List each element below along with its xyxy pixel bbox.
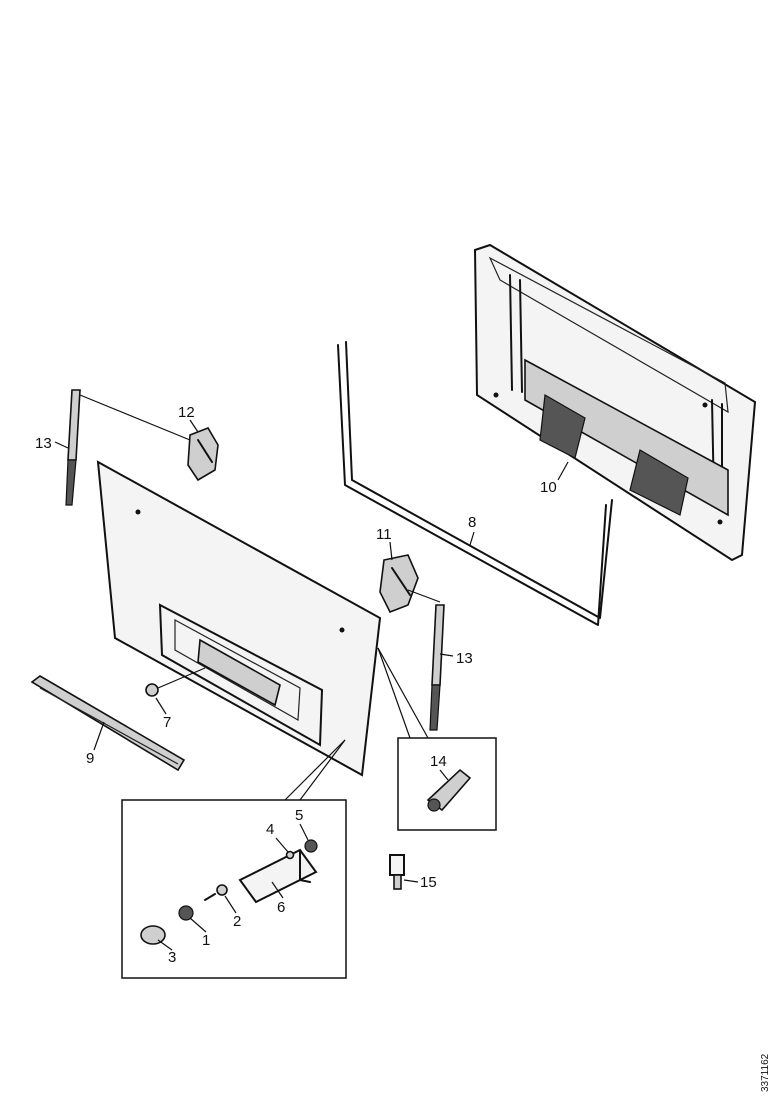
hinge-left xyxy=(187,427,219,482)
callout-9: 9 xyxy=(86,750,94,767)
callout-13-left: 13 xyxy=(35,435,52,452)
clip xyxy=(389,854,405,890)
callout-6: 6 xyxy=(277,899,285,916)
document-id: 3371162 xyxy=(760,1053,771,1092)
callout-2: 2 xyxy=(233,913,241,930)
inner-door-panel xyxy=(96,460,382,777)
door-gasket xyxy=(337,341,613,626)
hinge-support-left xyxy=(65,389,191,506)
inset-box-door-latch xyxy=(121,739,347,979)
door-trim xyxy=(30,675,186,772)
callout-3: 3 xyxy=(168,949,176,966)
callout-4: 4 xyxy=(266,821,274,838)
callout-1: 1 xyxy=(202,932,210,949)
inset-box-handle-clip xyxy=(377,647,497,831)
callout-leaders xyxy=(54,419,569,951)
callout-7: 7 xyxy=(163,714,171,731)
outer-door-panel xyxy=(473,243,757,562)
callout-8: 8 xyxy=(468,514,476,531)
hinge-support-right xyxy=(429,604,445,731)
callout-12: 12 xyxy=(178,404,195,421)
callout-11: 11 xyxy=(376,526,392,543)
callout-13-right: 13 xyxy=(456,650,473,667)
hinge-right xyxy=(379,554,441,614)
screw xyxy=(145,667,206,697)
callout-15: 15 xyxy=(420,874,437,891)
callout-14: 14 xyxy=(430,753,447,770)
callout-5: 5 xyxy=(295,807,303,824)
callout-10: 10 xyxy=(540,479,557,496)
